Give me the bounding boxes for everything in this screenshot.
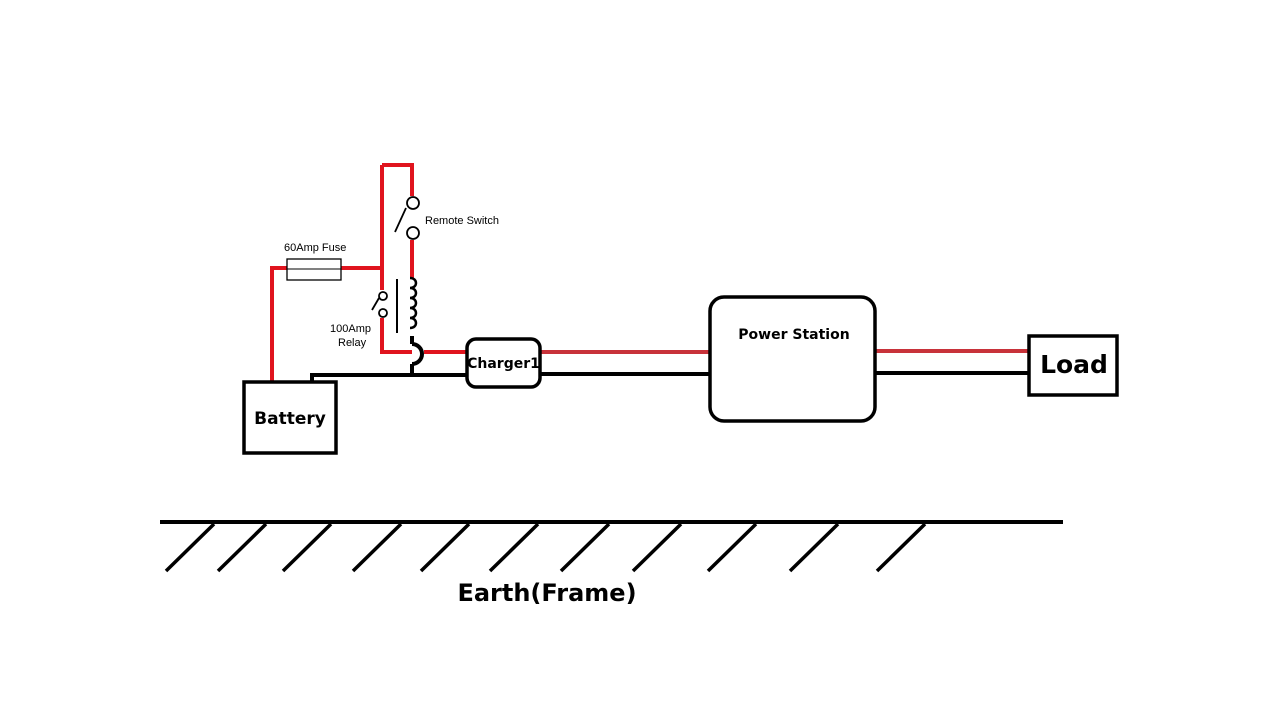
- battery-label: Battery: [254, 409, 326, 429]
- battery: Battery: [242, 380, 338, 455]
- charger: Charger1: [465, 337, 542, 389]
- relay: 100Amp Relay: [330, 276, 418, 349]
- remote-switch: Remote Switch: [394, 196, 499, 240]
- remote-switch-label: Remote Switch: [425, 215, 499, 227]
- relay-coil: [409, 276, 418, 330]
- relay-label-line1: 100Amp: [330, 323, 371, 335]
- power-station: Power Station: [708, 295, 877, 423]
- earth-ground-symbol: Earth(Frame): [160, 520, 1063, 607]
- load-label: Load: [1040, 350, 1108, 379]
- positive-wires: [270, 163, 1030, 381]
- power-station-label: Power Station: [738, 327, 849, 343]
- fuse: 60Amp Fuse: [284, 242, 346, 281]
- relay-label-line2: Relay: [338, 337, 367, 349]
- negative-wires: [310, 336, 1030, 384]
- charger-label: Charger1: [467, 356, 540, 372]
- fuse-label: 60Amp Fuse: [284, 242, 346, 254]
- load: Load: [1027, 334, 1119, 397]
- earth-label: Earth(Frame): [457, 579, 636, 607]
